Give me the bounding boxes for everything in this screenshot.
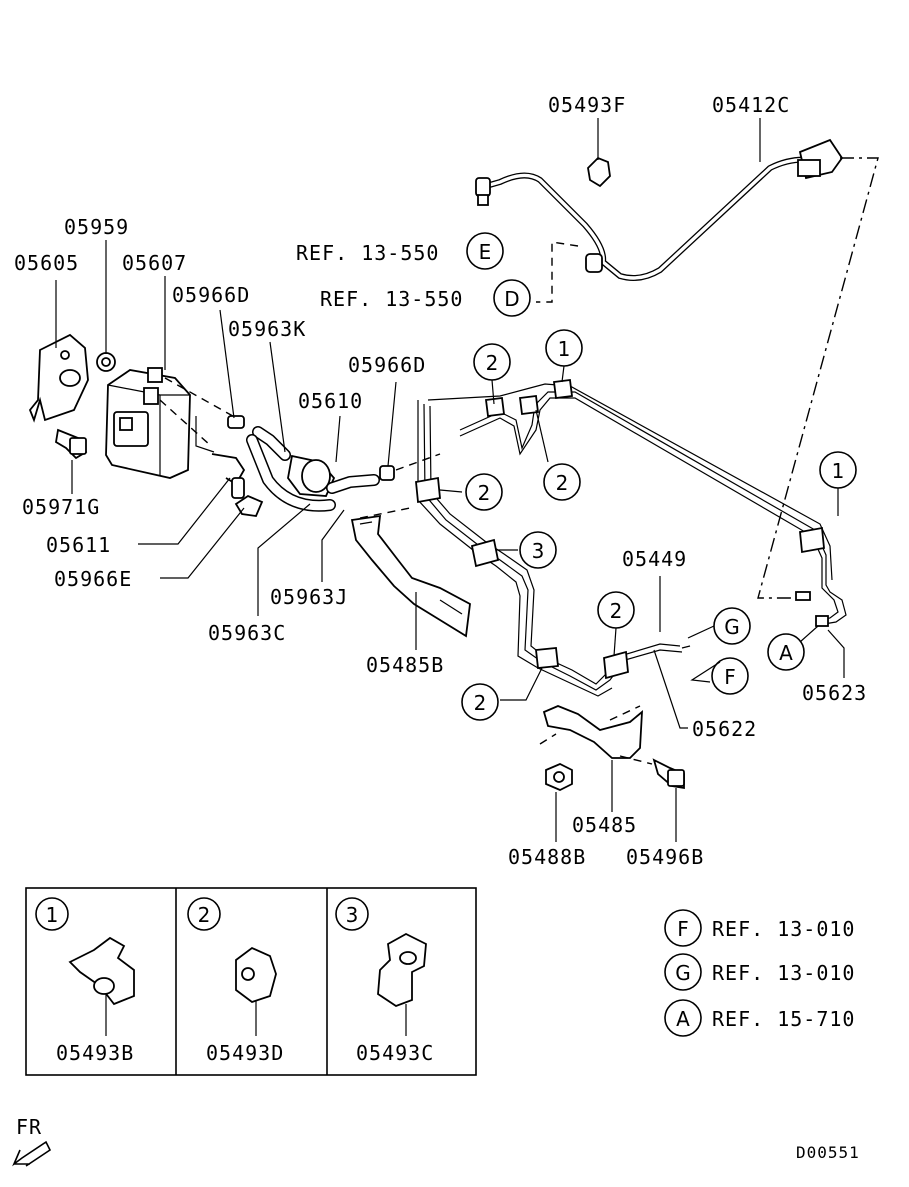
label-05963J: 05963J	[270, 585, 348, 609]
svg-text:F: F	[724, 665, 736, 689]
svg-text:2: 2	[478, 481, 491, 505]
svg-text:REF. 13-010: REF. 13-010	[712, 961, 855, 985]
ref-legend-G: G REF. 13-010	[664, 953, 855, 991]
marker-2-mid-left: 2	[465, 473, 503, 511]
marker-E: E	[466, 232, 504, 270]
hose-05963K	[252, 426, 291, 461]
bracket-05605	[28, 333, 89, 423]
clip-cell-1: 1 05493B	[35, 897, 135, 1065]
svg-text:A: A	[779, 641, 793, 665]
marker-D: D	[493, 279, 531, 317]
svg-text:D: D	[504, 287, 519, 311]
label-05966D-a: 05966D	[172, 283, 250, 307]
svg-text:G: G	[724, 615, 740, 639]
svg-text:2: 2	[198, 903, 211, 927]
clip-cell-2: 2 05493D	[187, 897, 284, 1065]
marker-1-top: 1	[545, 329, 583, 367]
svg-text:G: G	[675, 961, 691, 985]
label-05488B: 05488B	[508, 845, 586, 869]
label-05493D: 05493D	[206, 1041, 284, 1065]
svg-text:REF. 13-010: REF. 13-010	[712, 917, 855, 941]
label-05959: 05959	[64, 215, 129, 239]
bracket-05485B	[350, 514, 471, 638]
label-05485B: 05485B	[366, 653, 444, 677]
marker-A: A	[767, 633, 805, 671]
vent-hose-05611	[211, 453, 246, 499]
leader-lines	[55, 240, 845, 842]
bolt-05496B	[652, 758, 685, 790]
label-05493F: 05493F	[548, 93, 626, 117]
svg-text:REF. 15-710: REF. 15-710	[712, 1007, 855, 1031]
svg-text:1: 1	[558, 337, 571, 361]
clip-05493F	[587, 156, 611, 188]
svg-text:1: 1	[46, 903, 59, 927]
nut-05488B	[545, 763, 573, 791]
filter-05610	[287, 454, 336, 497]
svg-text:3: 3	[346, 903, 359, 927]
clamp-05966D-b	[379, 465, 395, 481]
label-05966D-b: 05966D	[348, 353, 426, 377]
ref-label-D: REF. 13-550	[320, 287, 463, 311]
svg-text:E: E	[479, 240, 492, 264]
nut-05959	[96, 352, 116, 372]
label-05496B: 05496B	[626, 845, 704, 869]
label-05622: 05622	[692, 717, 757, 741]
svg-text:1: 1	[832, 459, 845, 483]
label-05623: 05623	[802, 681, 867, 705]
ref-label-E: REF. 13-550	[296, 241, 439, 265]
marker-3: 3	[519, 531, 557, 569]
front-arrow-icon: FR	[12, 1115, 52, 1167]
label-05611: 05611	[46, 533, 111, 557]
svg-text:2: 2	[610, 599, 623, 623]
fuel-pipe-05412C	[475, 138, 844, 281]
bracket-05485	[542, 705, 644, 759]
bolt-05971G	[55, 428, 88, 460]
front-label: FR	[16, 1115, 42, 1139]
main-fuel-tubes	[415, 378, 847, 697]
label-05485: 05485	[572, 813, 637, 837]
label-05963C: 05963C	[208, 621, 286, 645]
svg-text:A: A	[676, 1007, 690, 1031]
clip-detail-table	[25, 887, 477, 1076]
label-05610: 05610	[298, 389, 363, 413]
marker-G: G	[713, 607, 751, 645]
svg-text:3: 3	[532, 539, 545, 563]
ref-legend-F: F REF. 13-010	[664, 909, 855, 947]
marker-F: F	[711, 657, 749, 695]
hose-05963J	[326, 474, 380, 494]
label-05493B: 05493B	[56, 1041, 134, 1065]
label-05412C: 05412C	[712, 93, 790, 117]
marker-2-lower: 2	[597, 591, 635, 629]
label-05971G: 05971G	[22, 495, 100, 519]
label-05963K: 05963K	[228, 317, 306, 341]
label-05605: 05605	[14, 251, 79, 275]
ref-legend-A: A REF. 15-710	[664, 999, 855, 1037]
label-05493C: 05493C	[356, 1041, 434, 1065]
canister-05607	[105, 367, 191, 479]
label-05449: 05449	[622, 547, 687, 571]
clamp-05966D-a	[227, 415, 245, 429]
label-05966E: 05966E	[54, 567, 132, 591]
marker-1-right: 1	[819, 451, 857, 489]
svg-text:2: 2	[486, 351, 499, 375]
marker-2-bottom: 2	[461, 683, 499, 721]
svg-text:2: 2	[474, 691, 487, 715]
svg-text:2: 2	[556, 471, 569, 495]
diagram-code: D00551	[796, 1143, 860, 1162]
hose-05963C	[246, 434, 336, 512]
marker-2-mid-right: 2	[543, 463, 581, 501]
svg-text:F: F	[677, 917, 689, 941]
label-05607: 05607	[122, 251, 187, 275]
clip-cell-3: 3 05493C	[335, 897, 434, 1065]
marker-2-top: 2	[473, 343, 511, 381]
